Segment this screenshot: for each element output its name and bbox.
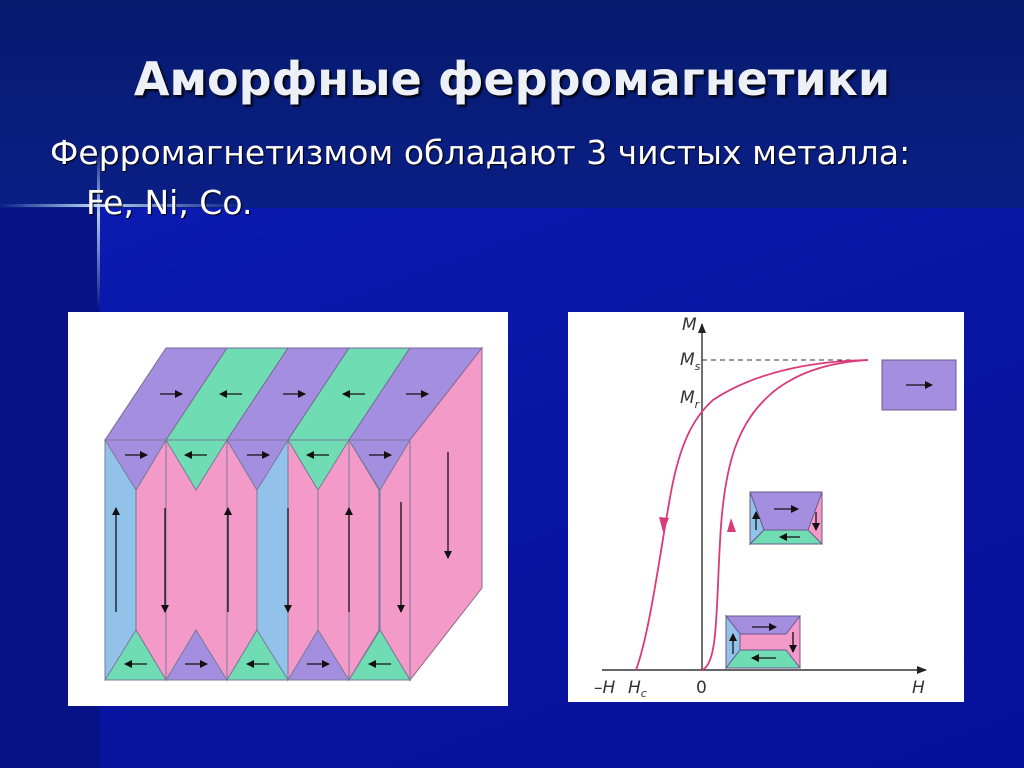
light-flare-horizontal xyxy=(0,204,240,207)
background-top xyxy=(0,0,1024,208)
subtitle-line-2: Fe, Ni, Co. xyxy=(86,183,253,222)
hysteresis-panel: M Ms Mr H –H Hc 0 xyxy=(568,312,964,702)
slide-title: Аморфные ферромагнетики xyxy=(133,52,891,106)
hc-label: Hc xyxy=(628,678,647,700)
mr-label: Mr xyxy=(680,388,701,411)
light-flare-vertical xyxy=(97,150,100,310)
zero-label: 0 xyxy=(696,678,707,698)
descending-branch xyxy=(635,359,869,671)
h-axis-label: H xyxy=(912,678,925,698)
top-closure-triangles xyxy=(104,439,411,491)
intermediate-domain-box xyxy=(748,491,824,546)
bottom-closure-triangles xyxy=(104,629,411,681)
domain-structure-panel xyxy=(68,312,508,706)
subtitle-line-1: Ферромагнетизмом обладают 3 чистых метал… xyxy=(50,133,911,172)
hysteresis-diagram: M Ms Mr H –H Hc 0 xyxy=(594,315,957,700)
domain-structure-diagram xyxy=(104,346,484,682)
pink-domains xyxy=(135,438,411,682)
demagnetized-domain-box xyxy=(724,614,802,670)
slide-subtitle: Ферромагнетизмом обладают 3 чистых метал… xyxy=(50,128,1010,228)
ms-label: Ms xyxy=(680,350,701,373)
curve-direction-arrow-down xyxy=(659,517,669,532)
ascending-branch xyxy=(701,359,869,671)
curve-direction-arrow-up xyxy=(727,518,736,532)
saturated-domain-box xyxy=(881,359,957,411)
neg-h-label: –H xyxy=(594,678,616,698)
m-axis-label: M xyxy=(682,315,697,335)
magnetization-arrows xyxy=(112,390,452,668)
